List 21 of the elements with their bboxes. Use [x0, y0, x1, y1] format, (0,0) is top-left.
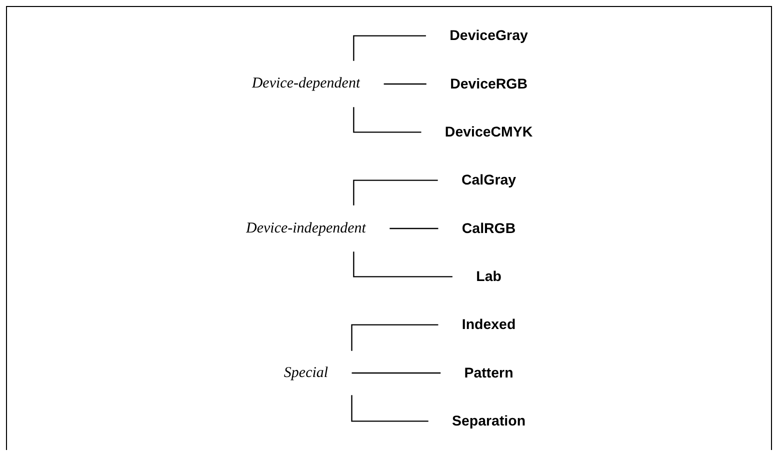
connector [388, 228, 438, 230]
connector [350, 324, 438, 351]
node-text: Pattern [464, 364, 513, 381]
node-text: Device-dependent [252, 75, 360, 92]
node-text: DeviceGray [449, 28, 528, 44]
connector [352, 35, 426, 61]
node-text: Indexed [462, 316, 516, 332]
connector [352, 180, 438, 206]
node-text: Special [284, 364, 328, 381]
connector [350, 372, 440, 374]
node-text: Device-independent [246, 220, 366, 236]
node-text: Lab [476, 268, 502, 284]
node-text: CalGray [461, 172, 516, 188]
node-text: CalRGB [462, 220, 516, 236]
connector [352, 107, 421, 133]
node-text: DeviceCMYK [444, 124, 532, 140]
connector [352, 252, 452, 278]
node-text: DeviceRGB [450, 76, 528, 92]
connector [350, 395, 428, 422]
connector [382, 83, 426, 85]
node-text: Separation [452, 412, 526, 429]
